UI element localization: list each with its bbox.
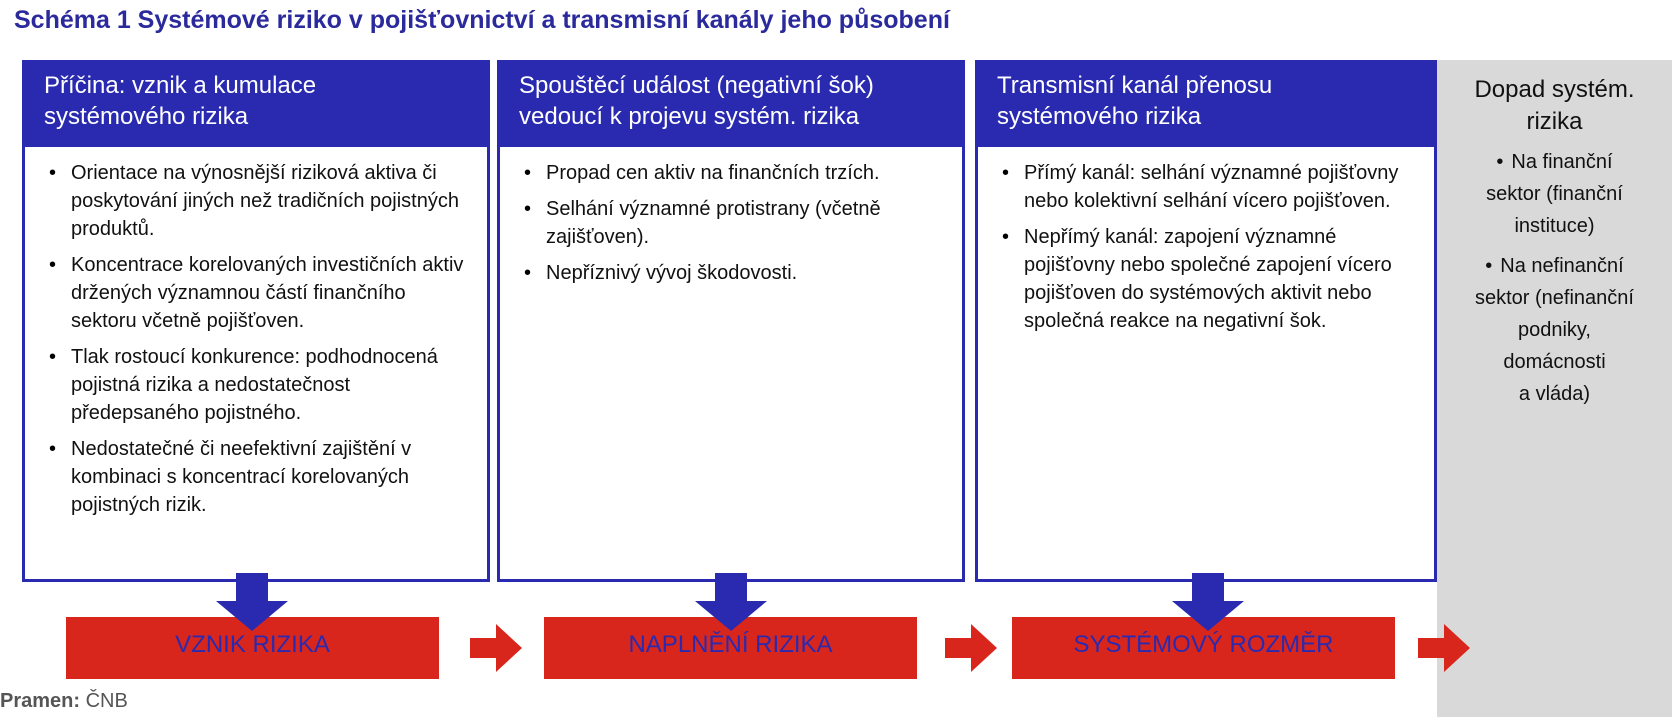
heading-line: systémového rizika <box>997 103 1202 130</box>
impact-item-line: Na nefinanční <box>1500 255 1624 277</box>
impact-item-line: sektor (finanční <box>1486 183 1623 205</box>
stage-box-systemovy: SYSTÉMOVÝ ROZMĚR <box>1012 617 1395 679</box>
trigger-body: Propad cen aktiv na finančních trzích. S… <box>497 147 965 582</box>
list-item: Tlak rostoucí konkurence: podhodnocená p… <box>43 343 469 427</box>
right-arrow-icon <box>1418 624 1470 672</box>
transmission-heading: Transmisní kanál přenosu systémového riz… <box>975 60 1437 147</box>
cause-body: Orientace na výnosnější riziková aktiva … <box>22 147 490 582</box>
impact-item-line: Na finanční <box>1511 151 1613 173</box>
trigger-heading: Spouštěcí událost (negativní šok) vedouc… <box>497 60 965 147</box>
impact-item-line: a vláda) <box>1518 383 1591 405</box>
source-label: Pramen: <box>0 690 81 712</box>
impact-heading-line: rizika <box>1526 108 1583 135</box>
source-value: ČNB <box>85 690 128 712</box>
list-item: Koncentrace korelovaných investičních ak… <box>43 251 469 335</box>
down-arrow-icon <box>1172 573 1244 631</box>
list-item: Nepřímý kanál: zapojení významné pojišťo… <box>996 223 1416 335</box>
stage-label: VZNIK RIZIKA <box>175 631 330 658</box>
impact-item-financial: •Na finanční sektor (finanční instituce) <box>1437 146 1672 242</box>
list-item: Přímý kanál: selhání významné pojišťovny… <box>996 159 1416 215</box>
impact-heading-line: Dopad systém. <box>1474 76 1635 103</box>
stage-label: NAPLNĚNÍ RIZIKA <box>628 631 833 658</box>
impact-column: Dopad systém. rizika •Na finanční sektor… <box>1437 60 1672 717</box>
heading-line: Transmisní kanál přenosu <box>997 72 1273 99</box>
heading-line: systémového rizika <box>44 103 249 130</box>
impact-item-line: domácnosti <box>1503 351 1606 373</box>
list-item: Selhání významné protistrany (včetně zaj… <box>518 195 944 251</box>
down-arrow-icon <box>216 573 288 631</box>
page-title: Schéma 1 Systémové riziko v pojišťovnict… <box>14 6 950 34</box>
list-item: Nepříznivý vývoj škodovosti. <box>518 259 944 287</box>
heading-line: Spouštěcí událost (negativní šok) <box>519 72 874 99</box>
list-item: Nedostatečné či neefektivní zajištění v … <box>43 435 469 519</box>
impact-item-line: podniky, <box>1517 319 1591 341</box>
stage-label: SYSTÉMOVÝ ROZMĚR <box>1073 631 1334 658</box>
down-arrow-icon <box>695 573 767 631</box>
impact-item-line: sektor (nefinanční <box>1475 287 1634 309</box>
list-item: Propad cen aktiv na finančních trzích. <box>518 159 944 187</box>
transmission-body: Přímý kanál: selhání významné pojišťovny… <box>975 147 1437 582</box>
right-arrow-icon <box>470 624 522 672</box>
impact-heading: Dopad systém. rizika <box>1437 60 1672 138</box>
list-item: Orientace na výnosnější riziková aktiva … <box>43 159 469 243</box>
cause-heading: Příčina: vznik a kumulace systémového ri… <box>22 60 490 147</box>
stage-box-naplneni: NAPLNĚNÍ RIZIKA <box>544 617 917 679</box>
right-arrow-icon <box>945 624 997 672</box>
heading-line: vedoucí k projevu systém. rizika <box>519 103 860 130</box>
source-note: Pramen: ČNB <box>0 690 128 713</box>
impact-item-line: instituce) <box>1514 215 1595 237</box>
cause-column: Příčina: vznik a kumulace systémového ri… <box>22 60 490 582</box>
transmission-column: Transmisní kanál přenosu systémového riz… <box>975 60 1437 582</box>
heading-line: Příčina: vznik a kumulace <box>44 72 317 99</box>
trigger-column: Spouštěcí událost (negativní šok) vedouc… <box>497 60 965 582</box>
impact-item-nonfinancial: •Na nefinanční sektor (nefinanční podnik… <box>1437 250 1672 410</box>
